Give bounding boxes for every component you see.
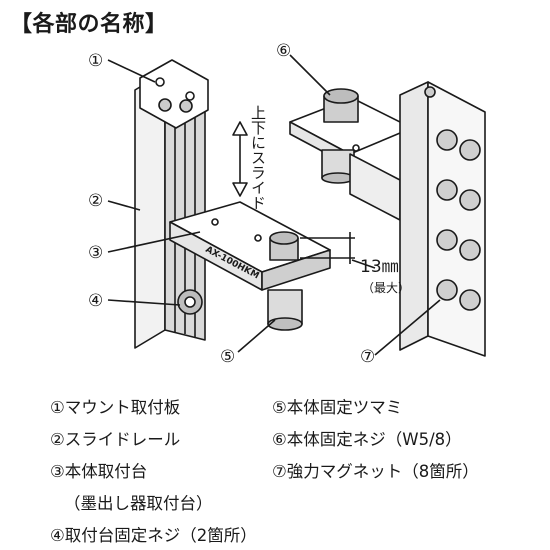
callout-6: ⑥	[276, 41, 291, 61]
mounting-base	[169, 201, 331, 331]
callout-2: ②	[88, 191, 103, 211]
slide-label: 上下にスライド	[249, 105, 267, 210]
page-title: 【各部の名称】	[10, 12, 168, 37]
callout-7: ⑦	[360, 347, 375, 367]
right-assembly	[289, 81, 486, 357]
mount-plate	[139, 59, 209, 129]
legend-item: ②スライドレール	[50, 430, 181, 449]
legend-item: （墨出し器取付台）	[64, 494, 213, 513]
legend-item: ④取付台固定ネジ（2箇所）	[50, 526, 257, 545]
parts-illustration: AX-100HKM	[88, 41, 486, 367]
callout-4: ④	[88, 291, 103, 311]
legend-item: ⑦強力マグネット（8箇所）	[272, 462, 479, 481]
legend-item: ③本体取付台	[50, 462, 148, 481]
legend-item: ⑤本体固定ツマミ	[272, 398, 403, 417]
slide-arrow-icon	[232, 121, 248, 197]
callout-3: ③	[88, 243, 103, 263]
magnet-icons	[436, 129, 481, 311]
dimension-note: （最大）	[362, 281, 410, 295]
callout-5: ⑤	[220, 347, 235, 367]
legend-item: ①マウント取付板	[50, 398, 181, 417]
legend-item: ⑥本体固定ネジ（W5/8）	[272, 430, 462, 449]
left-assembly	[134, 59, 209, 349]
callout-1: ①	[88, 51, 103, 71]
dimension-value: 13㎜	[360, 257, 399, 277]
